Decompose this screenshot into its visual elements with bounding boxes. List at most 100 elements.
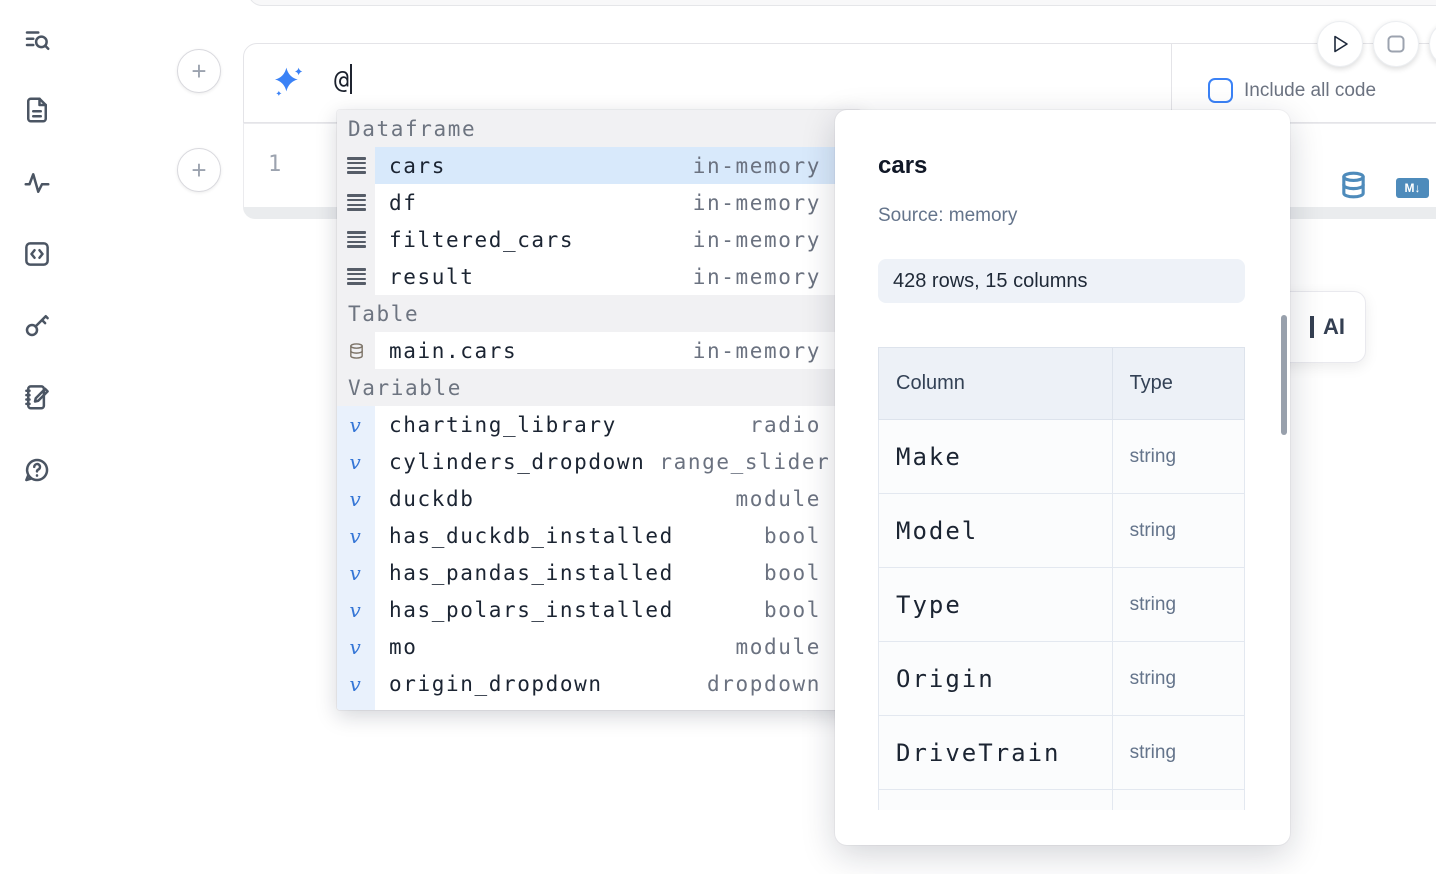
dataframe-icon [337,221,375,258]
preview-source: Source: memory [878,205,1018,226]
column-type-cell: string [1111,567,1245,642]
column-name-cell: Make [878,419,1113,494]
list-search-icon[interactable] [20,23,54,57]
item-type: in-memory [692,153,821,178]
clipped-text [1310,316,1314,338]
item-type: bool [764,597,821,622]
dataframe-icon [337,184,375,221]
autocomplete-item-cars[interactable]: cars in-memory [337,147,861,184]
column-type-cell [1111,789,1245,810]
panel-scrollbar[interactable] [1281,315,1287,435]
item-type: in-memory [692,190,821,215]
activity-icon[interactable] [20,166,54,200]
table-row [878,789,1245,810]
item-name: charting_library [389,412,617,437]
autocomplete-section-header: Variable [337,369,861,406]
item-type: bool [764,560,821,585]
item-name: pandas [389,709,474,711]
variable-icon: v [337,702,375,710]
column-name-cell: Model [878,493,1113,568]
add-cell-button-middle[interactable]: + [177,148,221,192]
item-type: module [735,634,821,659]
scratchpad-icon[interactable] [20,380,54,414]
ai-card-label: AI [1323,314,1345,339]
shape-badge: 428 rows, 15 columns [878,259,1245,303]
preview-title: cars [878,152,928,179]
stop-button[interactable] [1373,21,1419,67]
file-document-icon[interactable] [20,93,54,127]
autocomplete-item-has_pandas_installed[interactable]: v has_pandas_installed bool [337,554,861,591]
column-type-cell: string [1111,493,1245,568]
sidebar [0,0,72,874]
ai-prompt-row: @ Include all code [243,43,1436,123]
code-snippet-icon[interactable] [20,237,54,271]
item-name: filtered_cars [389,227,575,252]
divider [1171,44,1172,122]
include-all-code-label: Include all code [1244,80,1377,101]
help-chat-icon[interactable] [20,453,54,487]
variable-icon: v [337,480,375,517]
variable-icon: v [337,665,375,702]
autocomplete-item-filtered_cars[interactable]: filtered_cars in-memory [337,221,861,258]
autocomplete-item-df[interactable]: df in-memory [337,184,861,221]
item-name: has_pandas_installed [389,560,674,585]
column-name-cell: Origin [878,641,1113,716]
ai-prompt-value: @ [334,64,350,94]
column-type-cell: string [1111,419,1245,494]
column-header: Column [878,347,1113,420]
item-type: in-memory [692,264,821,289]
column-name-cell: Type [878,567,1113,642]
variable-icon: v [337,628,375,665]
item-type: bool [764,523,821,548]
ai-sparkle-icon [268,62,310,109]
item-name: origin_dropdown [389,671,603,696]
autocomplete-item-pandas[interactable]: v pandas module [337,702,861,710]
item-type: module [722,709,821,711]
dataframe-preview-panel: cars Source: memory 428 rows, 15 columns… [835,110,1290,845]
line-number: 1 [268,152,282,177]
markdown-icon[interactable]: M↓ [1396,177,1429,198]
variable-icon: v [337,591,375,628]
item-type: module [735,486,821,511]
text-cursor [350,64,353,94]
column-name-cell [878,789,1113,810]
add-cell-button-top[interactable]: + [177,49,221,93]
item-type: in-memory [692,227,821,252]
previous-cell-edge [248,0,1436,6]
item-name: cars [389,153,446,178]
variable-icon: v [337,406,375,443]
item-type: range_slider [659,449,831,474]
item-name: has_duckdb_installed [389,523,674,548]
table-database-icon [337,332,375,369]
dataframe-icon [337,258,375,295]
autocomplete-section-header: Table [337,295,861,332]
column-type-cell: string [1111,641,1245,716]
item-name: df [389,190,418,215]
column-type-cell: string [1111,715,1245,790]
ai-prompt-input[interactable]: @ [334,64,353,94]
item-type: in-memory [692,338,821,363]
key-icon[interactable] [20,308,54,342]
run-cell-button[interactable] [1317,21,1363,67]
include-all-code-checkbox[interactable] [1208,78,1233,103]
variable-icon: v [337,554,375,591]
database-icon[interactable] [1339,170,1368,205]
